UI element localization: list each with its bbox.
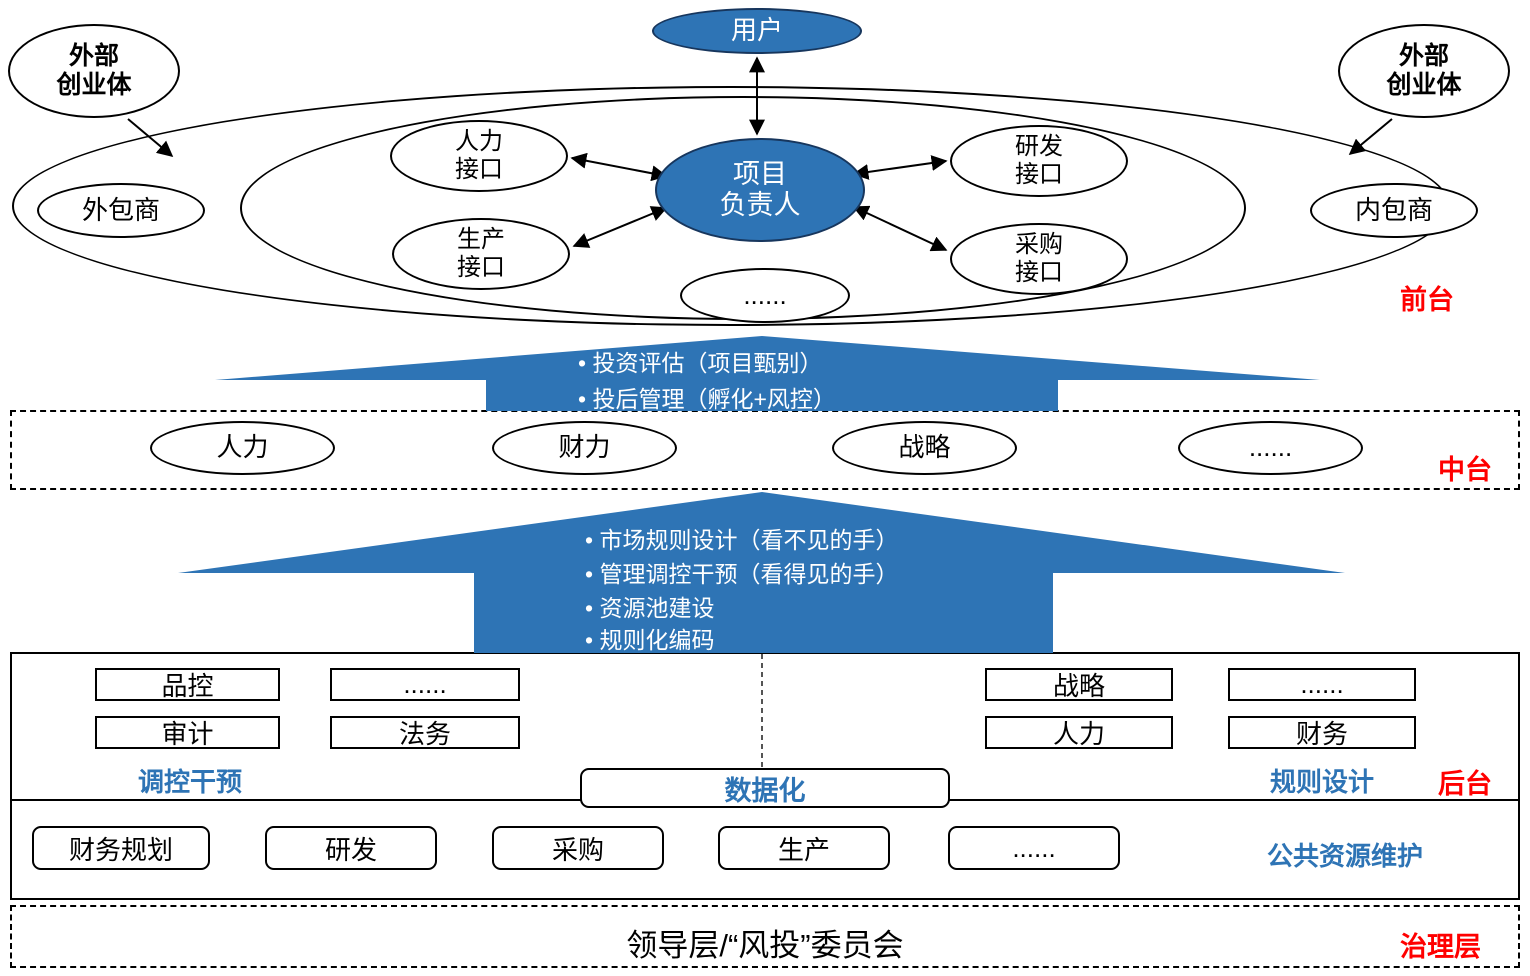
governance-label: 治理层	[1400, 932, 1481, 962]
arrow2-item-1: 市场规则设计（看不见的手）	[585, 521, 898, 555]
front-ellipsis-label: ......	[743, 279, 787, 310]
project-leader-label: 项目 负责人	[719, 158, 801, 220]
back-office-label: 后台	[1438, 769, 1492, 799]
procurement-interface-ellipse: 采购 接口	[950, 223, 1128, 295]
external-startup-left: 外部 创业体	[8, 24, 180, 118]
back-audit-label: 审计	[161, 719, 214, 749]
financial-planning-rect: 财务规划	[32, 826, 210, 870]
back-quality-rect: 品控	[95, 668, 280, 701]
outsourcer-ellipse: 外包商	[37, 183, 205, 238]
hr-interface-ellipse: 人力 接口	[390, 120, 568, 192]
regulation-intervention-caption: 调控干预	[137, 767, 242, 797]
middle-office-label: 中台	[1438, 455, 1492, 485]
production-interface-ellipse: 生产 接口	[392, 218, 570, 290]
front-ellipsis-ellipse: ......	[680, 268, 850, 323]
middle-ellipsis-ellipse: ......	[1178, 421, 1363, 475]
hr-interface-label: 人力 接口	[455, 128, 503, 183]
back-right-ellipsis-label: ......	[1300, 669, 1344, 699]
middle-finance-label: 财力	[558, 432, 611, 463]
production-rect: 生产	[718, 826, 890, 870]
back-strategy-label: 战略	[1052, 671, 1105, 701]
rd-interface-label: 研发 接口	[1015, 133, 1063, 188]
outsourcer-label: 外包商	[81, 194, 160, 225]
back-hr-label: 人力	[1052, 719, 1105, 749]
middle-strategy-ellipse: 战略	[832, 421, 1017, 475]
production-interface-label: 生产 接口	[457, 226, 505, 281]
insourcer-label: 内包商	[1354, 194, 1433, 225]
back-strategy-rect: 战略	[985, 668, 1173, 701]
middle-finance-ellipse: 财力	[492, 421, 677, 475]
bottom-ellipsis-rect: ......	[948, 826, 1120, 870]
back-finance-label: 财务	[1295, 719, 1348, 749]
back-hr-rect: 人力	[985, 716, 1173, 749]
datafication-label: 数据化	[724, 775, 806, 806]
external-startup-right: 外部 创业体	[1338, 24, 1510, 118]
middle-ellipsis-label: ......	[1248, 432, 1293, 463]
arrow2-item-4: 规则化编码	[585, 621, 714, 655]
datafication-box: 数据化	[580, 768, 950, 808]
procurement-rect: 采购	[492, 826, 664, 870]
user-label: 用户	[730, 15, 783, 46]
arrow2-item-2: 管理调控干预（看得见的手）	[585, 555, 898, 589]
financial-planning-label: 财务规划	[68, 834, 173, 865]
project-leader-ellipse: 项目 负责人	[655, 138, 865, 242]
procurement-interface-label: 采购 接口	[1015, 231, 1063, 286]
arrow2-item-3: 资源池建设	[585, 589, 714, 623]
front-office-label: 前台	[1400, 285, 1454, 315]
rd-label: 研发	[324, 834, 377, 865]
back-legal-rect: 法务	[330, 716, 520, 749]
back-right-ellipsis-rect: ......	[1228, 668, 1416, 701]
external-startup-right-label: 外部 创业体	[1386, 42, 1462, 99]
back-audit-rect: 审计	[95, 716, 280, 749]
rule-design-caption: 规则设计	[1269, 767, 1374, 797]
back-legal-label: 法务	[398, 719, 451, 749]
back-finance-rect: 财务	[1228, 716, 1416, 749]
middle-strategy-label: 战略	[898, 432, 951, 463]
bottom-ellipsis-label: ......	[1012, 832, 1056, 863]
user-ellipse: 用户	[652, 8, 862, 54]
procurement-label: 采购	[551, 834, 604, 865]
back-left-ellipsis-label: ......	[403, 669, 447, 699]
back-office-box	[10, 652, 1520, 900]
rd-rect: 研发	[265, 826, 437, 870]
back-quality-label: 品控	[161, 671, 214, 701]
arrow1-item-2: 投后管理（孵化+风控）	[578, 380, 835, 414]
external-startup-left-label: 外部 创业体	[56, 42, 132, 99]
insourcer-ellipse: 内包商	[1310, 183, 1478, 238]
middle-hr-ellipse: 人力	[150, 421, 335, 475]
middle-hr-label: 人力	[216, 432, 269, 463]
rd-interface-ellipse: 研发 接口	[950, 125, 1128, 197]
public-resource-caption: 公共资源维护	[1266, 841, 1423, 871]
governance-text: 领导层/“风投”委员会	[626, 928, 904, 963]
governance-box	[10, 905, 1520, 968]
back-left-ellipsis-rect: ......	[330, 668, 520, 701]
production-label: 生产	[777, 834, 830, 865]
arrow1-item-1: 投资评估（项目甄别）	[578, 344, 822, 378]
